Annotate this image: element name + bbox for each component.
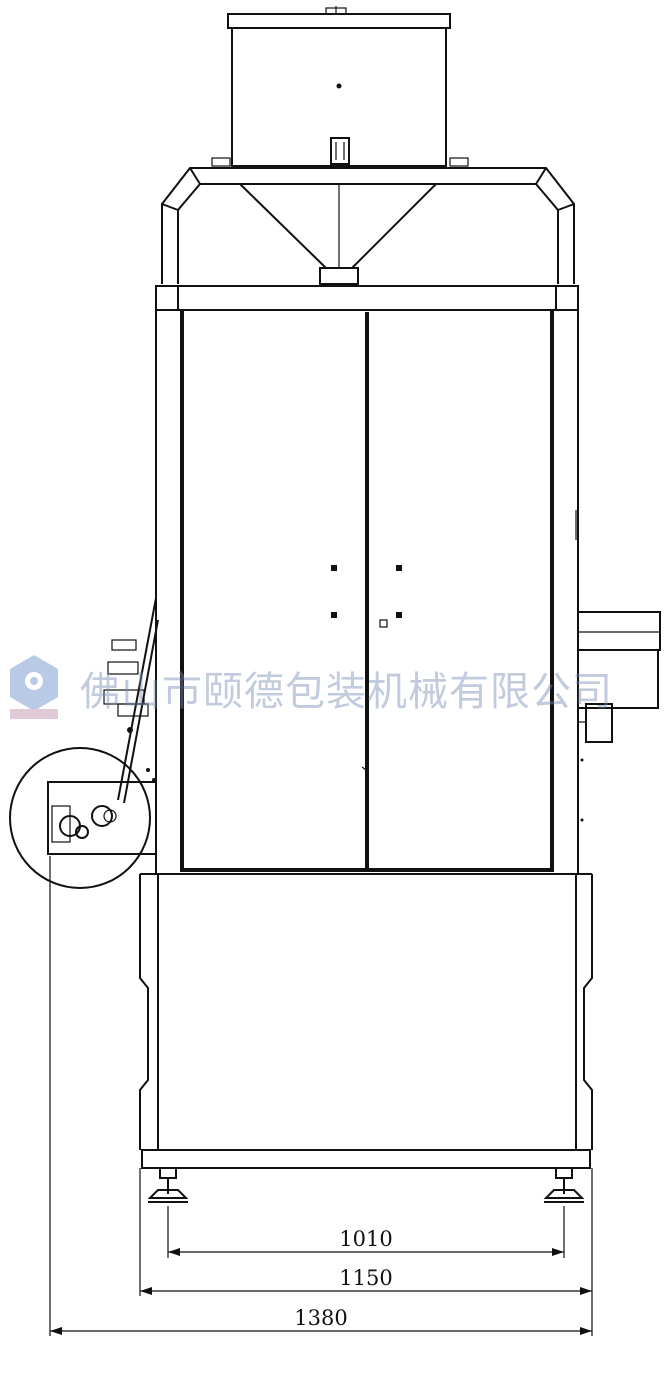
dimension-inner-label: 1010 [339,1227,392,1251]
dimension-middle-label: 1150 [339,1266,392,1290]
lower-cabinet [139,873,593,1169]
hopper [211,6,469,167]
dimension-lines: 1010 1150 1380 [49,856,593,1336]
dimension-overall-label: 1380 [294,1306,347,1330]
right-control-box [577,611,661,822]
leveling-feet [147,1167,585,1203]
left-film-roll-assembly [9,597,159,889]
upper-frame [161,167,575,285]
main-cabinet [155,285,579,875]
